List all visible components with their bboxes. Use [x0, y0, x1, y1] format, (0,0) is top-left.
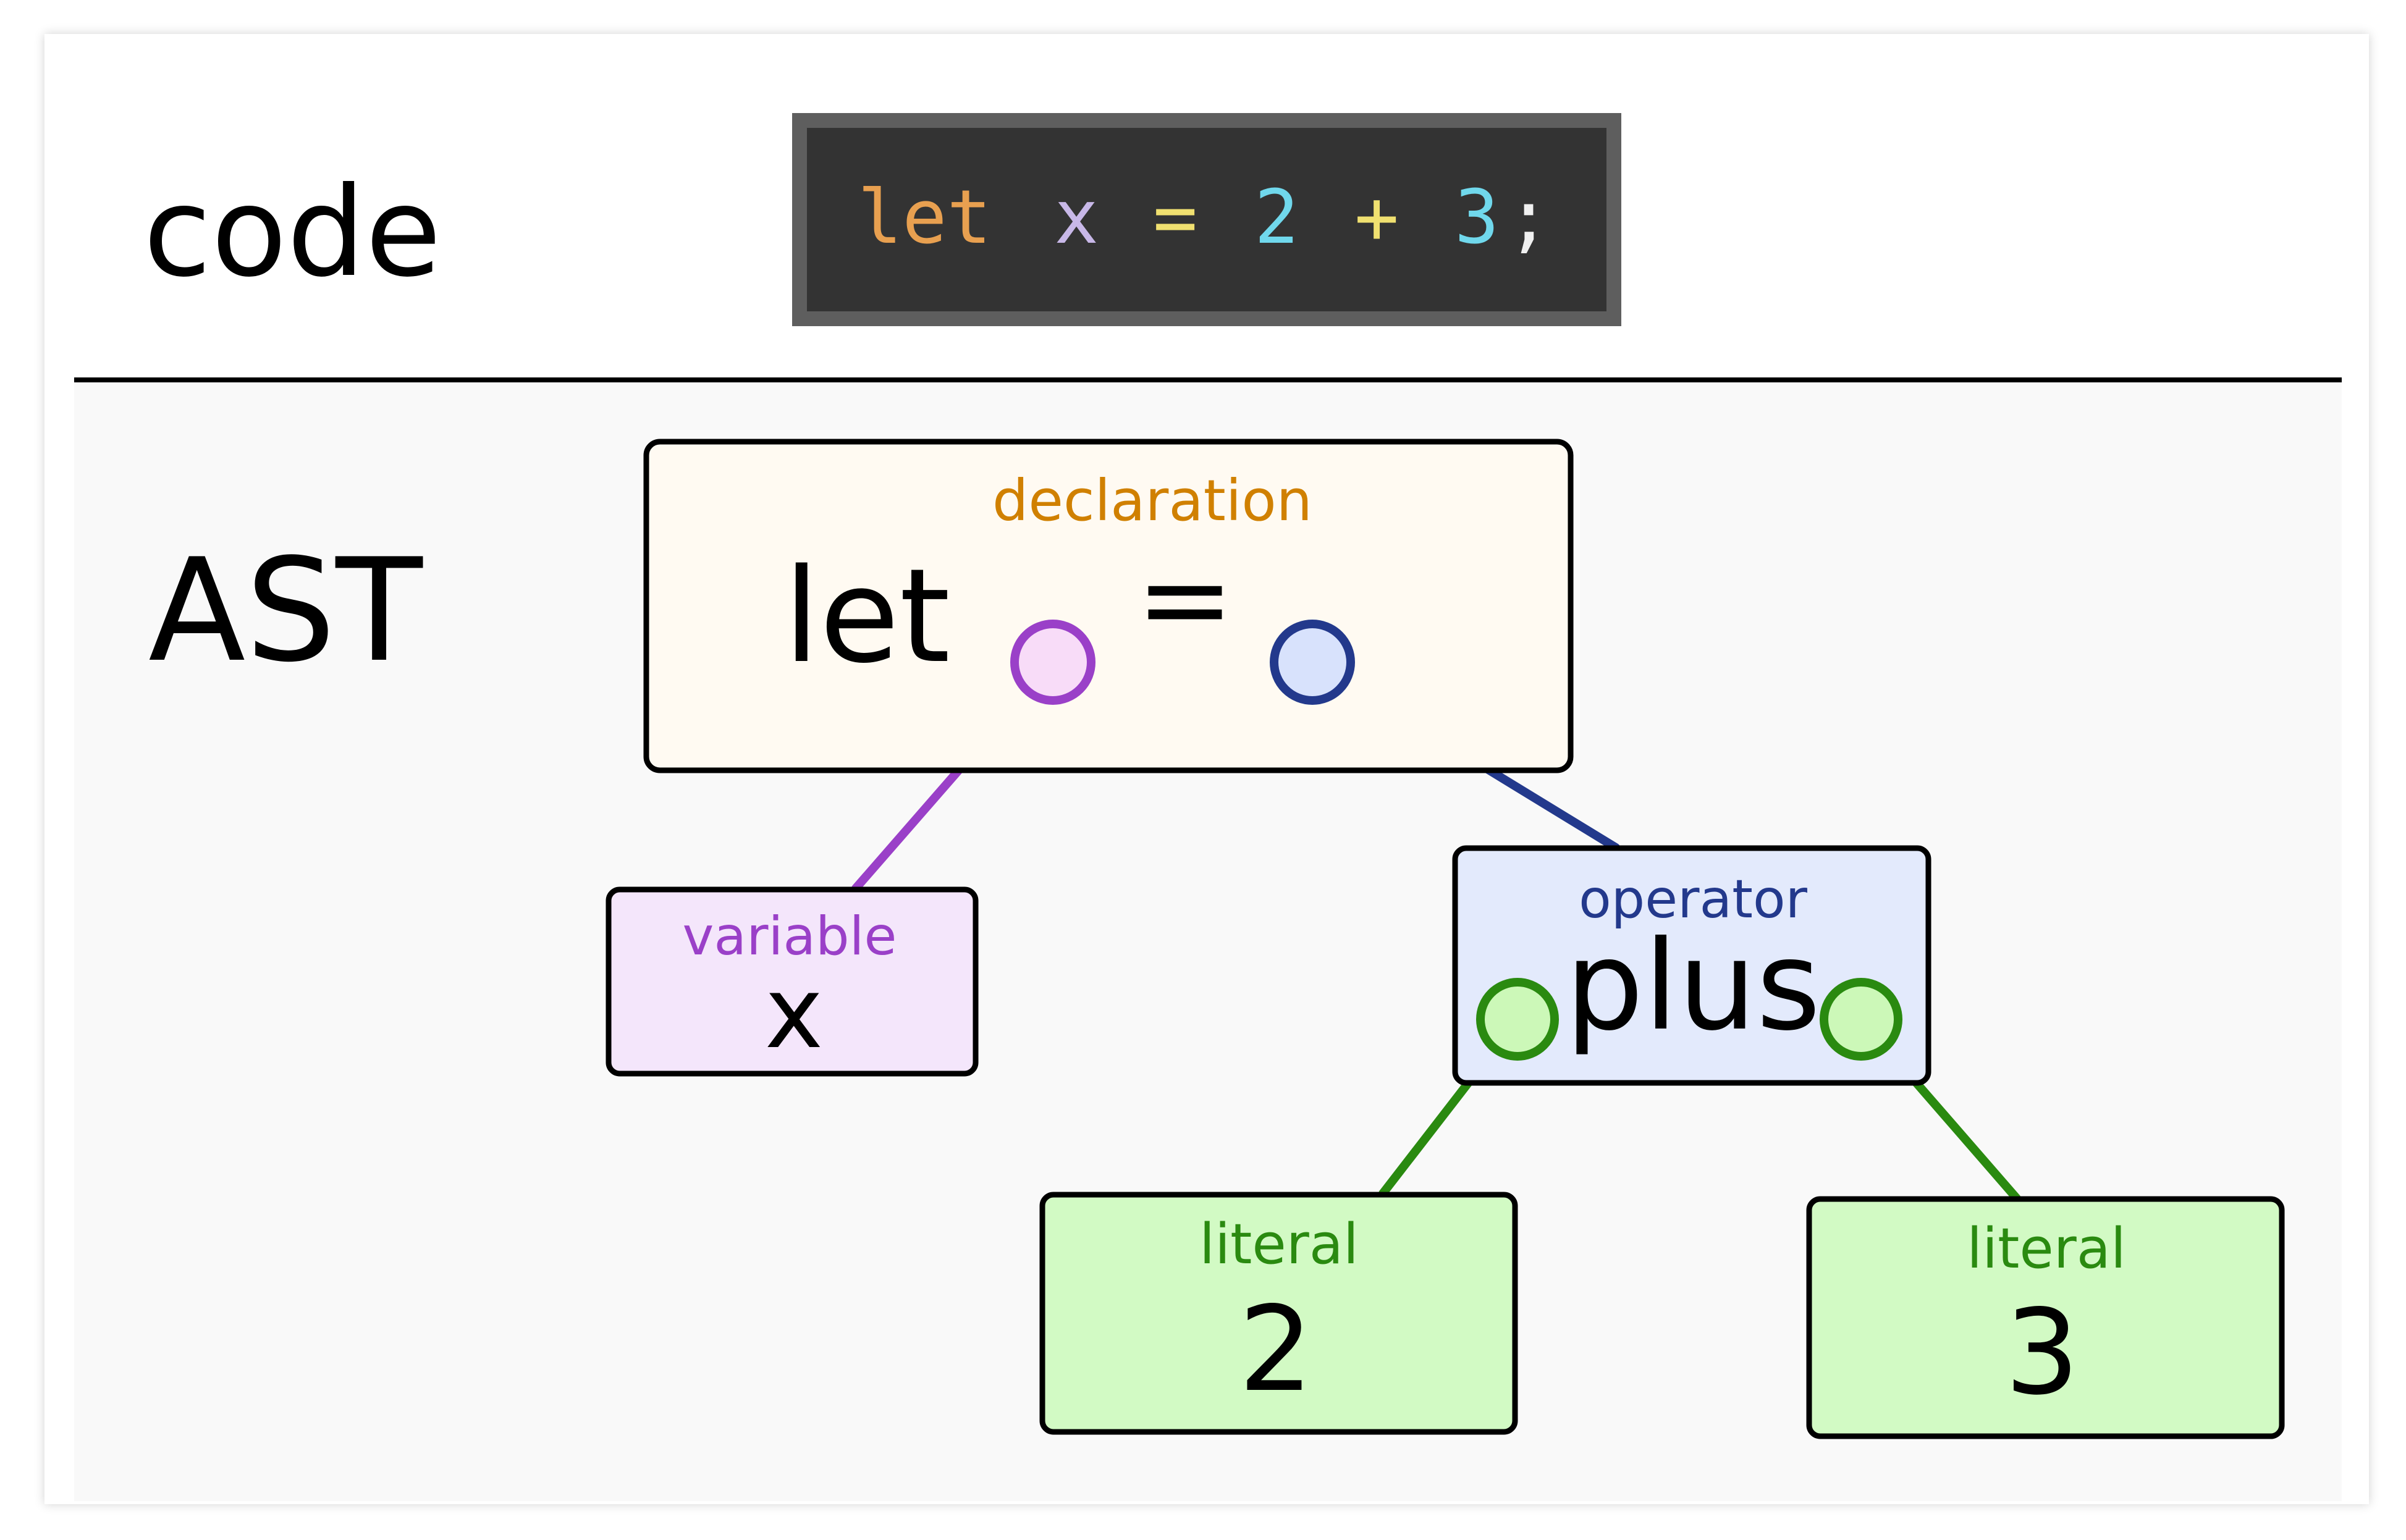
declaration-operator: = — [1136, 531, 1234, 667]
variable-value: x — [765, 955, 824, 1071]
ast-section-label: AST — [148, 529, 423, 694]
code-token-3: 3 — [1454, 175, 1499, 261]
variable-kind-label: variable — [683, 906, 897, 967]
code-snippet: let x = 2 + 3 ; — [792, 113, 1621, 326]
declaration-keyword: let — [783, 541, 950, 692]
code-token-semicolon: ; — [1506, 175, 1551, 261]
literal-3-kind-label: literal — [1967, 1216, 2126, 1281]
literal-2-kind-label: literal — [1199, 1212, 1359, 1277]
literal-2-value: 2 — [1239, 1281, 1314, 1418]
declaration-value-port — [1270, 620, 1355, 705]
variable-node-box — [606, 886, 979, 1077]
code-token-2: 2 — [1254, 175, 1299, 261]
literal-3-node-box — [1806, 1196, 2285, 1439]
operator-value: plus — [1565, 914, 1820, 1058]
code-token-equals: = — [1153, 175, 1197, 261]
declaration-node: declaration let = — [643, 439, 1574, 773]
operator-kind-label: operator — [1579, 869, 1808, 930]
literal-2-node: literal 2 — [1039, 1192, 1518, 1435]
operator-node: operator plus — [1452, 845, 1931, 1086]
variable-node: variable x — [606, 886, 979, 1077]
code-token-x: x — [1054, 175, 1099, 261]
literal-2-node-box — [1039, 1192, 1518, 1435]
operator-left-port — [1476, 978, 1559, 1061]
code-token-let: let — [858, 175, 992, 261]
code-section-label: code — [143, 161, 441, 305]
code-box — [807, 128, 1606, 311]
operator-right-port — [1820, 978, 1902, 1061]
literal-3-value: 3 — [2005, 1284, 2080, 1421]
declaration-variable-port — [1010, 620, 1095, 705]
code-token-plus: + — [1354, 175, 1399, 261]
declaration-kind-label: declaration — [992, 468, 1312, 534]
literal-3-node: literal 3 — [1806, 1196, 2285, 1439]
operator-node-box — [1452, 845, 1931, 1086]
